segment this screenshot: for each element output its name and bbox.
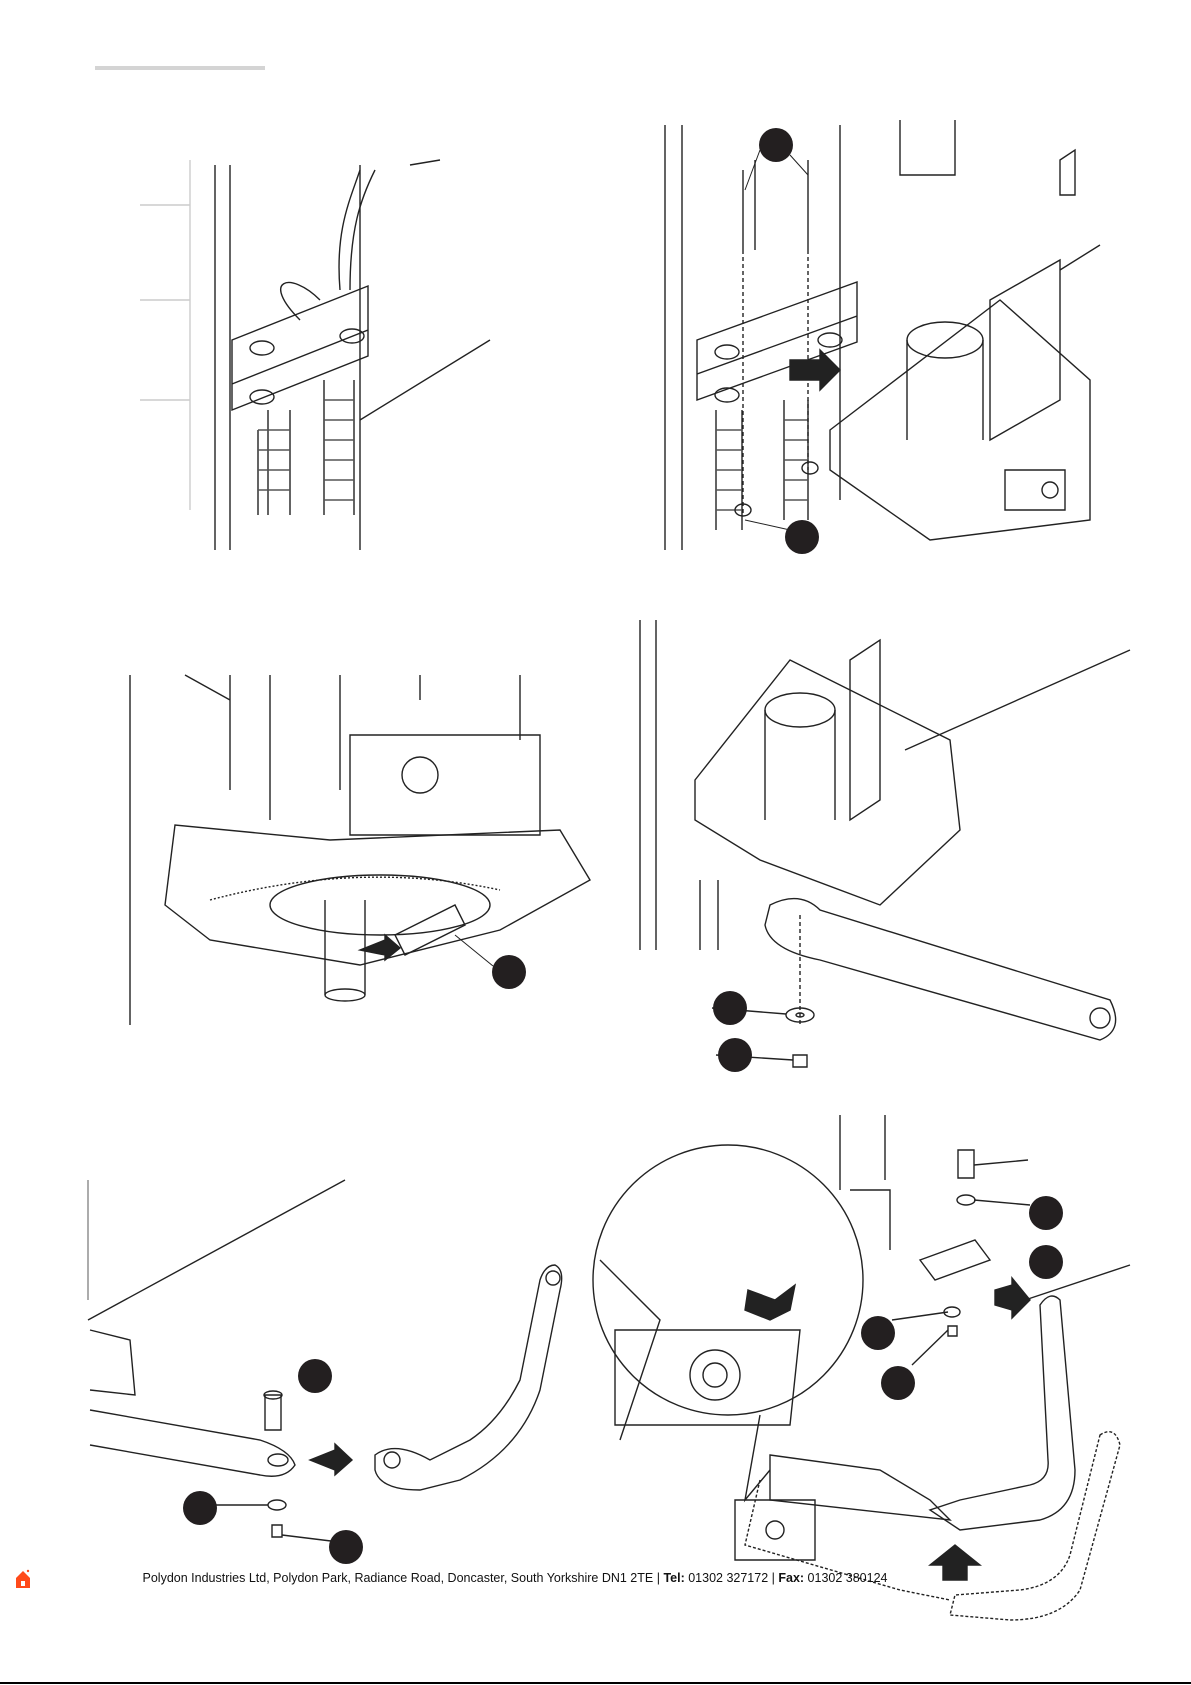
page-footer: Polydon Industries Ltd, Polydon Park, Ra… [0, 1569, 1191, 1593]
callout-marker [759, 128, 793, 162]
tel-label: Tel: [663, 1571, 685, 1585]
figure-3-pin-insertion [129, 674, 591, 1025]
figure-2-motor-fitting [664, 120, 1101, 550]
callout-marker [881, 1366, 915, 1400]
fax-number: 01302 380124 [804, 1571, 888, 1585]
footer-rule [0, 1682, 1191, 1684]
callout-marker [1029, 1245, 1063, 1279]
callout-markers [183, 128, 1063, 1564]
callout-marker [713, 991, 747, 1025]
figure-1-bracket-on-post [140, 159, 491, 550]
company-address: Polydon Industries Ltd, Polydon Park, Ra… [142, 1571, 654, 1585]
callout-marker [183, 1491, 217, 1525]
callout-marker [718, 1038, 752, 1072]
figure-5-arm-connection [87, 1179, 563, 1543]
callout-marker [298, 1359, 332, 1393]
callout-marker [329, 1530, 363, 1564]
section-rule [95, 66, 265, 70]
callout-marker [785, 520, 819, 554]
separator: | [768, 1571, 779, 1585]
tel-number: 01302 327172 [684, 1571, 769, 1585]
callout-marker [861, 1316, 895, 1350]
figure-6-release-and-stop [592, 1115, 1131, 1621]
home-icon[interactable] [14, 1569, 32, 1589]
company-contact-line: Polydon Industries Ltd, Polydon Park, Ra… [110, 1571, 920, 1585]
figure-4-arm-mounting [639, 620, 1131, 1068]
callout-marker [492, 955, 526, 989]
separator: | [653, 1571, 664, 1585]
callout-marker [1029, 1196, 1063, 1230]
fax-label: Fax: [778, 1571, 805, 1585]
